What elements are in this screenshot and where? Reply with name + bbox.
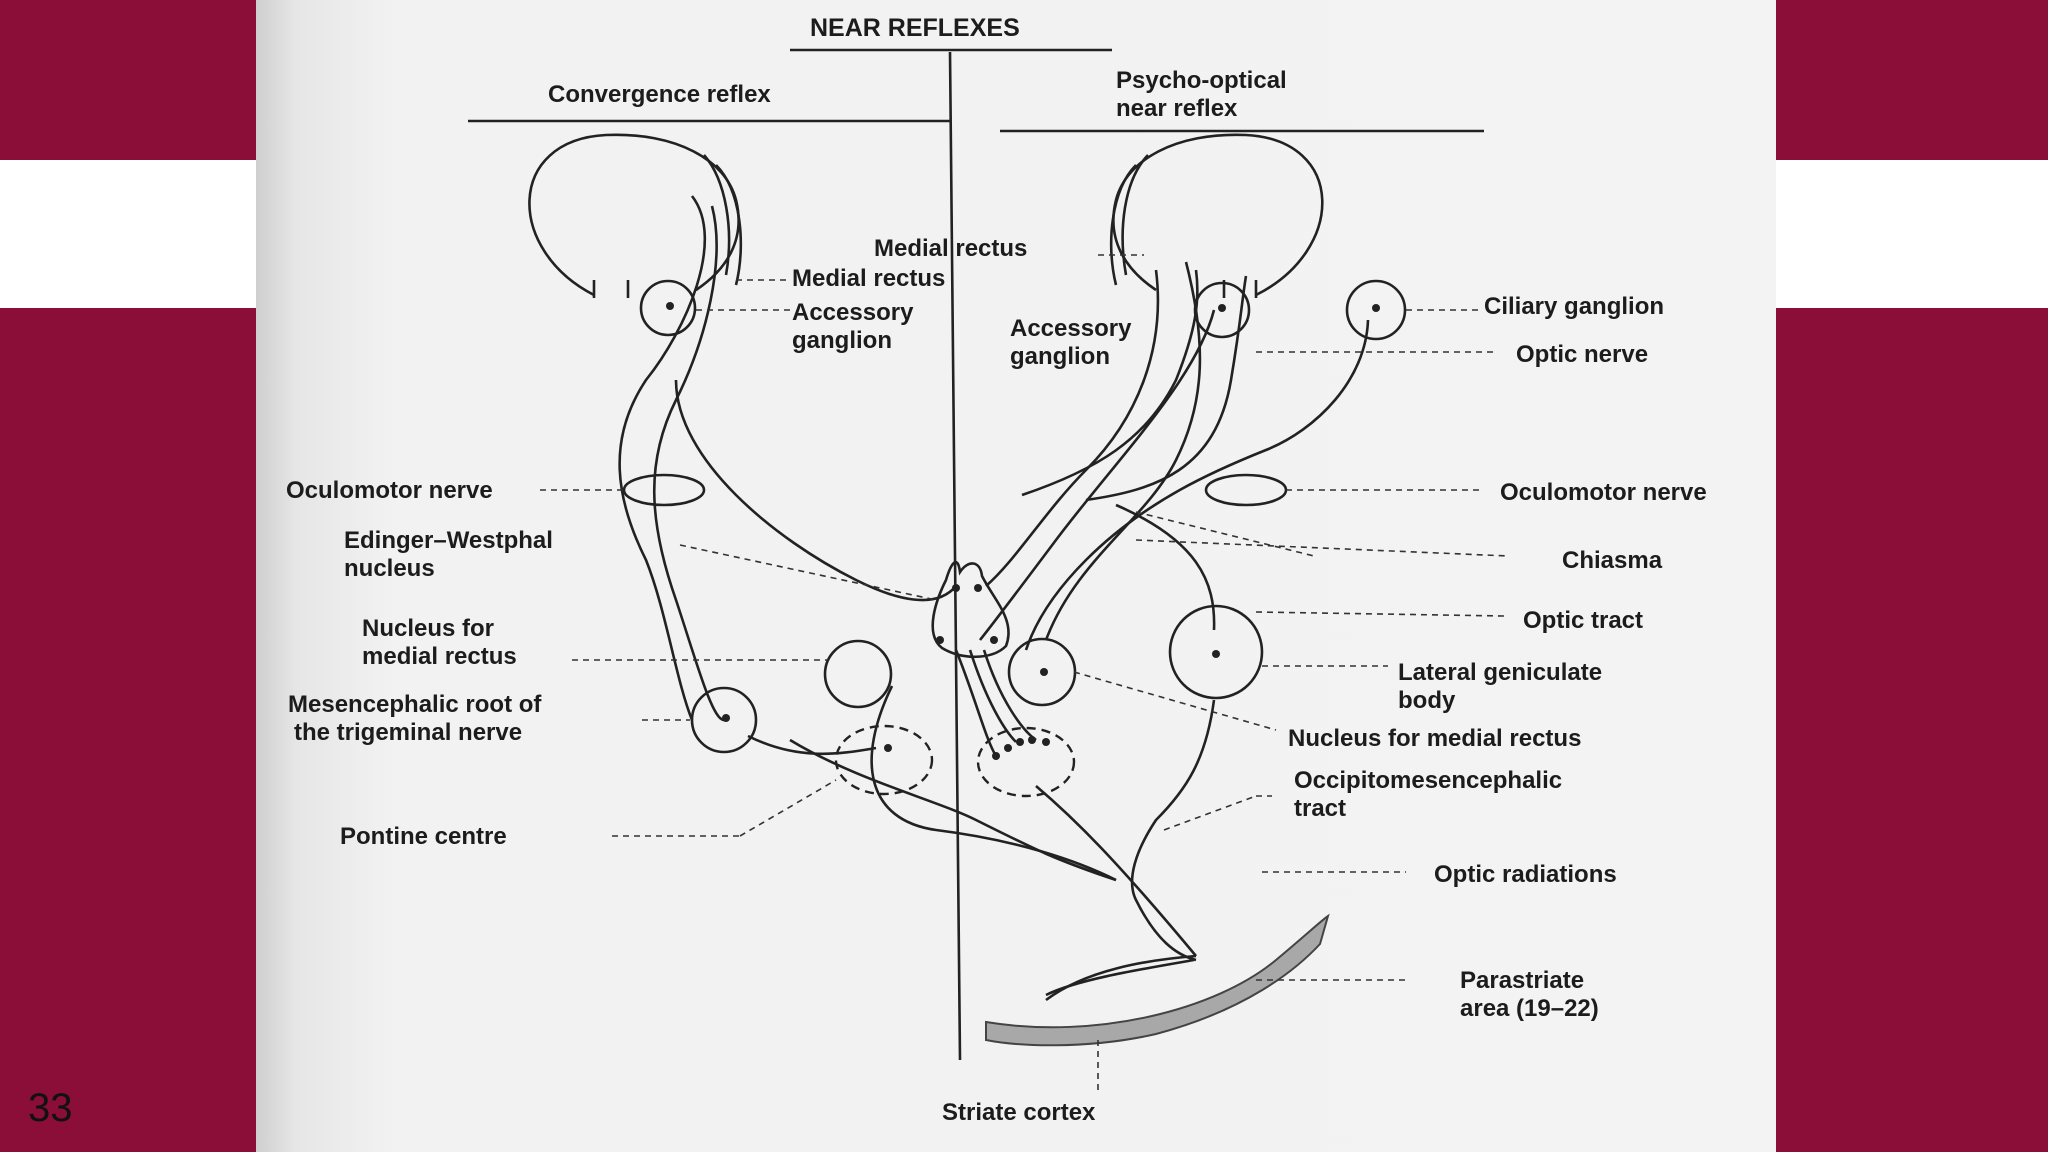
label-medial-rectus-center: Medial rectus xyxy=(874,235,1027,262)
left-pontine-centre xyxy=(834,724,934,796)
label-edinger-2: nucleus xyxy=(344,555,435,582)
label-chiasma: Chiasma xyxy=(1562,547,1663,574)
label-striate-cortex: Striate cortex xyxy=(942,1099,1096,1126)
near-reflexes-figure: NEAR REFLEXES Convergence reflex Psycho-… xyxy=(256,0,1776,1152)
label-lgb-2: body xyxy=(1398,687,1456,714)
near-reflexes-diagram: NEAR REFLEXES Convergence reflex Psycho-… xyxy=(286,14,1707,1126)
label-nucleus-medial-left-2: medial rectus xyxy=(362,643,517,670)
label-medial-rectus-left: Medial rectus xyxy=(792,265,945,292)
diagram-title: NEAR REFLEXES xyxy=(810,14,1020,42)
ciliary-ganglion-cell xyxy=(1372,304,1380,312)
pathway-curves xyxy=(618,195,1370,1002)
label-parastriate-1: Parastriate xyxy=(1460,967,1584,994)
label-occipito-2: tract xyxy=(1294,795,1346,822)
left-nucleus-medial-rectus xyxy=(823,639,893,709)
right-accessory-ganglion-cell xyxy=(1218,304,1226,312)
label-optic-radiations: Optic radiations xyxy=(1434,861,1617,888)
right-oculomotor-ellipse xyxy=(1204,473,1288,507)
right-nucleus-cell xyxy=(1040,668,1048,676)
right-pontine-centre xyxy=(976,726,1076,798)
ciliary-ganglion xyxy=(1345,279,1407,341)
label-lgb-1: Lateral geniculate xyxy=(1398,659,1602,686)
label-ciliary-ganglion: Ciliary ganglion xyxy=(1484,293,1664,320)
left-heading: Convergence reflex xyxy=(548,81,771,108)
leader-lines xyxy=(540,254,1509,1090)
label-nucleus-medial-left-1: Nucleus for xyxy=(362,615,494,642)
slide-number: 33 xyxy=(28,1086,73,1130)
edinger-westphal-nucleus xyxy=(931,560,1010,659)
label-accessory-left-2: ganglion xyxy=(792,327,892,354)
label-nucleus-medial-right: Nucleus for medial rectus xyxy=(1288,725,1581,752)
right-heading-line2: near reflex xyxy=(1116,95,1238,122)
midline xyxy=(948,51,962,1061)
label-mesencephalic-2: the trigeminal nerve xyxy=(294,719,522,746)
label-pontine-centre: Pontine centre xyxy=(340,823,507,850)
label-edinger-1: Edinger–Westphal xyxy=(344,527,553,554)
right-eye xyxy=(1109,133,1324,298)
left-oculomotor-ellipse xyxy=(622,473,706,507)
label-oculomotor-left: Oculomotor nerve xyxy=(286,477,493,504)
label-accessory-right-1: Accessory xyxy=(1010,315,1132,342)
label-optic-tract: Optic tract xyxy=(1523,607,1643,634)
label-occipito-1: Occipitomesencephalic xyxy=(1294,767,1562,794)
left-eye xyxy=(528,133,743,298)
label-oculomotor-right: Oculomotor nerve xyxy=(1500,479,1707,506)
lateral-geniculate-body xyxy=(1168,604,1264,700)
label-optic-nerve: Optic nerve xyxy=(1516,341,1648,368)
label-parastriate-2: area (19–22) xyxy=(1460,995,1599,1022)
label-mesencephalic-1: Mesencephalic root of xyxy=(288,691,542,718)
pontine-cell-dots xyxy=(884,736,1050,760)
left-accessory-ganglion-cell xyxy=(666,302,674,310)
left-accessory-ganglion xyxy=(639,279,697,337)
right-heading-line1: Psycho-optical xyxy=(1116,67,1287,94)
label-accessory-right-2: ganglion xyxy=(1010,343,1110,370)
lgb-cell xyxy=(1212,650,1220,658)
label-accessory-left-1: Accessory xyxy=(792,299,914,326)
